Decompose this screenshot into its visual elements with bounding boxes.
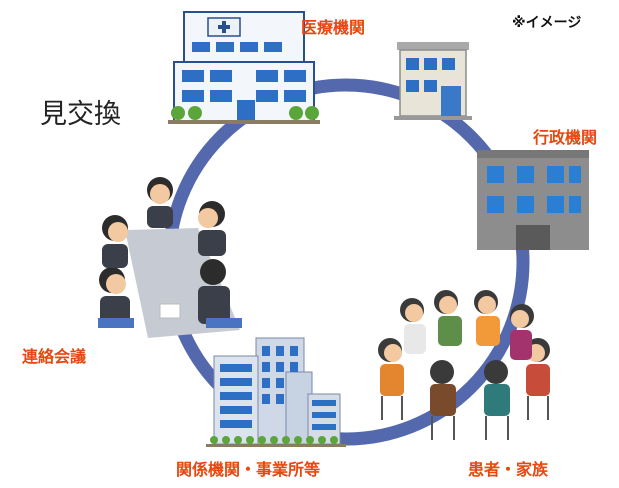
label-family: 患者・家族 xyxy=(468,460,549,479)
label-meeting: 連絡会議 xyxy=(22,347,87,366)
image-note: ※イメージ xyxy=(512,15,582,31)
label-government: 行政機関 xyxy=(533,128,598,147)
label-hospital: 医療機関 xyxy=(301,18,366,37)
clinic-building-icon xyxy=(394,42,472,120)
government-building-icon xyxy=(477,150,589,250)
side-heading-text: 見交換 xyxy=(40,99,121,130)
hospital-building-icon xyxy=(168,11,320,124)
patient-family-group-icon xyxy=(378,290,550,440)
office-buildings-icon xyxy=(206,337,346,447)
meeting-table-icon xyxy=(98,177,242,338)
label-offices: 関係機関・事業所等 xyxy=(176,460,321,479)
